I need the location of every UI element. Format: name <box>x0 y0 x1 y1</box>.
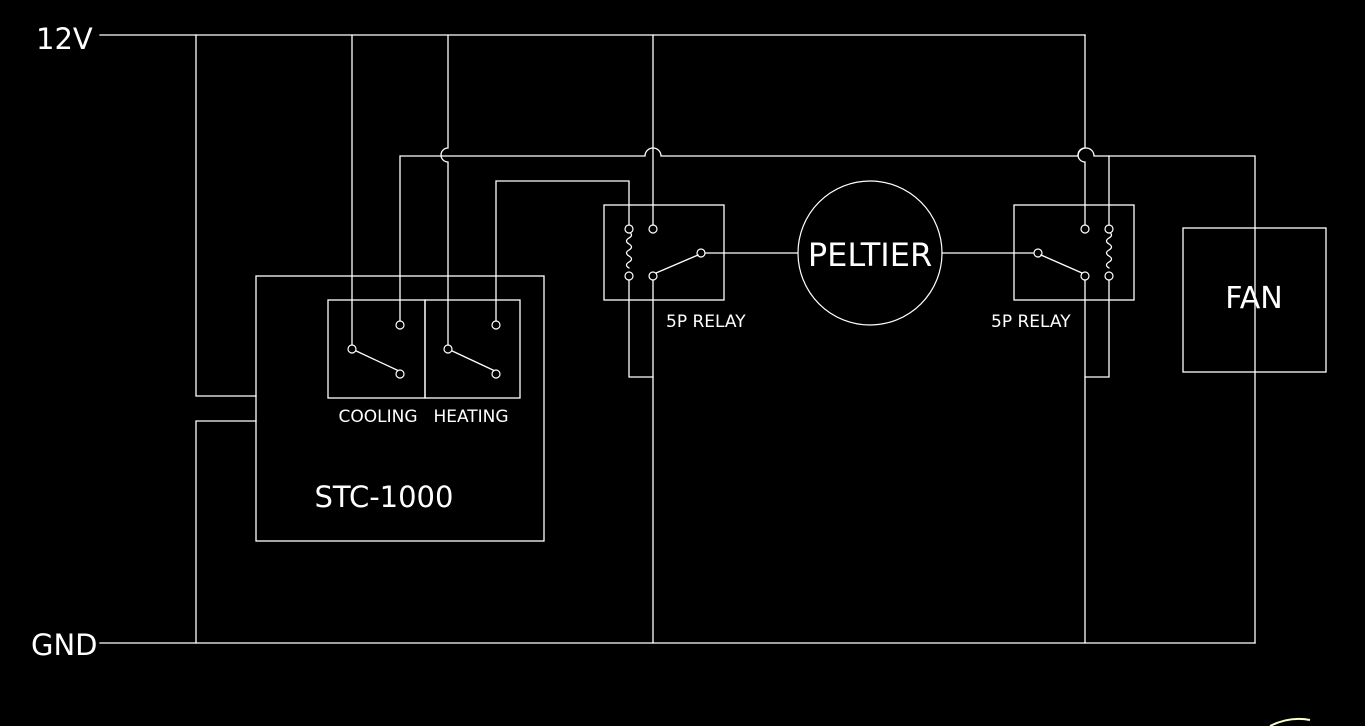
relay-left: 5P RELAY <box>603 204 746 332</box>
cooling-switch: COOLING <box>327 299 426 427</box>
rail-12v-label: 12V <box>36 22 93 56</box>
relay-right: 5P RELAY <box>991 204 1135 332</box>
switch-wiring <box>351 34 1256 644</box>
relay-right-label: 5P RELAY <box>991 312 1071 332</box>
cooling-label: COOLING <box>338 407 417 427</box>
heating-label: HEATING <box>433 407 508 427</box>
relay-left-wiring <box>628 34 799 644</box>
rail-gnd-label: GND <box>31 628 98 662</box>
relay-left-label: 5P RELAY <box>666 312 746 332</box>
rail-gnd: GND <box>31 628 1256 662</box>
rail-12v: 12V <box>36 22 1086 56</box>
fan-label: FAN <box>1225 281 1282 316</box>
controller-name: STC-1000 <box>315 480 454 514</box>
heating-switch: HEATING <box>424 299 521 427</box>
peltier-element: PELTIER <box>797 180 943 326</box>
peltier-label: PELTIER <box>808 236 932 274</box>
controller-power-wires <box>195 34 257 644</box>
relay-right-wiring <box>1077 34 1110 644</box>
corner-mark <box>1269 717 1311 726</box>
stc-1000-controller: STC-1000 COOLING HEATING <box>255 275 545 542</box>
fan-unit: FAN <box>1182 227 1327 373</box>
